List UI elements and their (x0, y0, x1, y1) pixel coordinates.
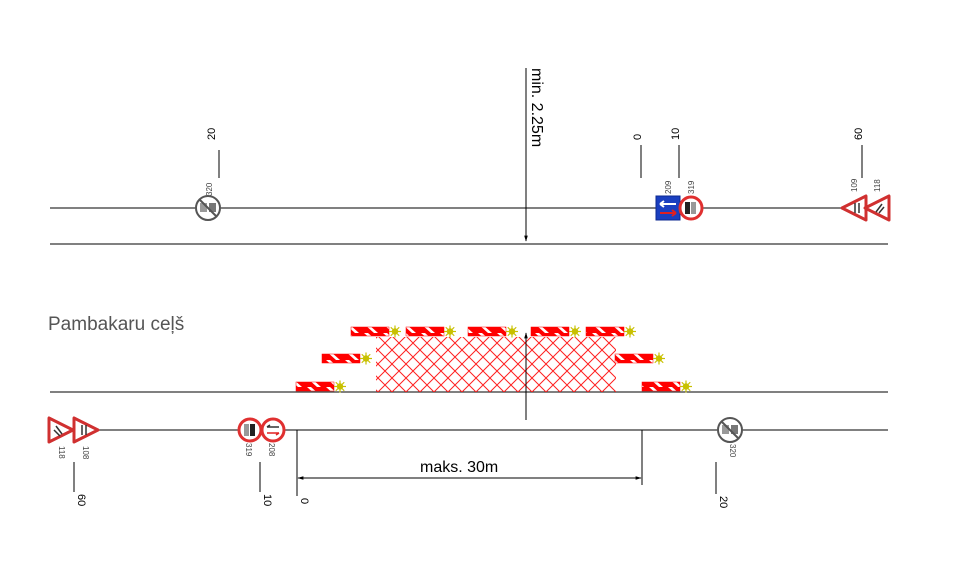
road-name-title: Pambakaru ceļš (48, 314, 184, 335)
upper-sign-319: 319 (678, 180, 704, 221)
lower-marker-60: 60 (75, 494, 87, 506)
no-overtaking-icon (678, 195, 704, 221)
barrier (321, 352, 372, 365)
end-no-overtaking-icon (195, 195, 221, 221)
work-zone-hatch (376, 337, 616, 392)
lower-sign-118: 118 (47, 416, 75, 459)
upper-marker-20: 20 (206, 128, 218, 140)
barrier (467, 325, 518, 338)
warning-lamp-icon (334, 380, 346, 393)
upper-sign-109: 109 (840, 178, 868, 222)
lower-sign-208-code: 208 (267, 443, 276, 457)
barrier (585, 325, 636, 338)
barrier (614, 352, 665, 365)
lower-sign-208: 208 (260, 417, 286, 457)
lower-marker-0: 0 (298, 498, 310, 504)
warning-lamp-icon (624, 325, 636, 338)
upper-sign-320-code: 320 (205, 182, 214, 196)
upper-marker-0: 0 (632, 134, 644, 140)
upper-sign-319-code: 319 (687, 180, 696, 194)
no-overtaking-icon (237, 417, 263, 443)
upper-marker-60: 60 (853, 128, 865, 140)
lower-sign-108: 108 (72, 416, 100, 460)
lane-width-label: min. 2.25m (528, 68, 545, 147)
lower-sign-108-code: 108 (81, 446, 90, 460)
upper-sign-209: 209 (655, 180, 681, 221)
warning-lamp-icon (569, 325, 581, 338)
road-narrows-icon (72, 416, 100, 444)
upper-marker-10: 10 (670, 128, 682, 140)
road-narrows-icon (840, 194, 868, 222)
work-zone-length-label: maks. 30m (420, 459, 498, 476)
barrier-group (295, 325, 692, 393)
give-way-oncoming-icon (260, 417, 286, 443)
barrier (350, 325, 401, 338)
lower-marker-20: 20 (717, 496, 729, 508)
upper-sign-118-code: 118 (873, 179, 882, 192)
lower-marker-10: 10 (261, 494, 273, 506)
upper-sign-118: 118 (863, 179, 891, 222)
upper-sign-209-code: 209 (664, 180, 673, 194)
road-works-icon (47, 416, 75, 444)
warning-lamp-icon (360, 352, 372, 365)
lower-sign-319-code: 319 (244, 443, 253, 457)
lower-sign-320-code: 320 (728, 444, 737, 458)
lower-sign-320: 320 (717, 417, 743, 458)
warning-lamp-icon (680, 380, 692, 393)
warning-lamp-icon (653, 352, 665, 365)
warning-lamp-icon (506, 325, 518, 338)
end-no-overtaking-icon (717, 417, 743, 443)
barrier (641, 380, 692, 393)
warning-lamp-icon (444, 325, 456, 338)
road-works-icon (863, 194, 891, 222)
priority-over-oncoming-icon (655, 195, 681, 221)
barrier (295, 380, 346, 393)
lower-sign-118-code: 118 (57, 446, 66, 459)
barrier (530, 325, 581, 338)
lower-sign-319: 319 (237, 417, 263, 457)
upper-sign-320: 20 320 (195, 128, 221, 221)
warning-lamp-icon (389, 325, 401, 338)
barrier (405, 325, 456, 338)
upper-sign-109-code: 109 (850, 178, 859, 192)
